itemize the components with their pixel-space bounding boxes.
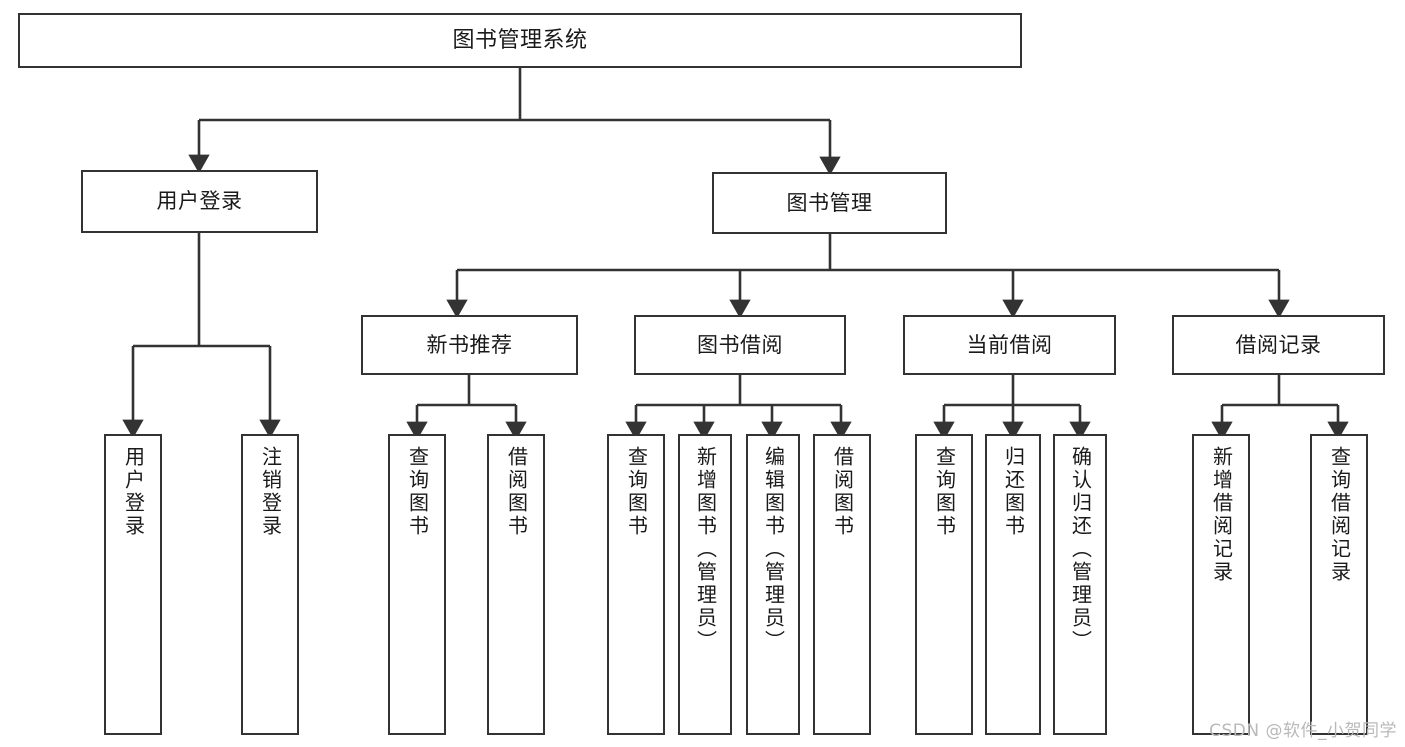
node-user-login[interactable]: 用户登录 bbox=[81, 170, 318, 233]
node-leaf-borrow-books-newbook[interactable]: 借阅图书 bbox=[487, 434, 545, 735]
node-borrow-records[interactable]: 借阅记录 bbox=[1172, 315, 1385, 375]
node-root-book-management-system[interactable]: 图书管理系统 bbox=[18, 13, 1022, 68]
node-leaf-user-login[interactable]: 用户登录 bbox=[104, 434, 162, 735]
node-leaf-logout[interactable]: 注销登录 bbox=[241, 434, 299, 735]
node-leaf-confirm-return-admin[interactable]: 确认归还（管理员） bbox=[1053, 434, 1107, 735]
node-leaf-edit-book-admin[interactable]: 编辑图书（管理员） bbox=[746, 434, 800, 735]
node-label: 归还图书 bbox=[1001, 446, 1026, 538]
node-label: 查询图书 bbox=[405, 446, 430, 538]
watermark-text: CSDN @软件_小贺同学 bbox=[1209, 721, 1397, 741]
node-leaf-query-borrow-record[interactable]: 查询借阅记录 bbox=[1310, 434, 1368, 735]
node-label: 新增图书（管理员） bbox=[693, 446, 718, 653]
node-book-borrowing[interactable]: 图书借阅 bbox=[634, 315, 846, 375]
node-label: 查询借阅记录 bbox=[1327, 446, 1352, 584]
node-label: 借阅记录 bbox=[1235, 332, 1322, 357]
node-label: 图书管理系统 bbox=[452, 27, 588, 53]
node-leaf-borrow-books[interactable]: 借阅图书 bbox=[813, 434, 871, 735]
node-label: 用户登录 bbox=[156, 189, 243, 214]
node-label: 用户登录 bbox=[121, 446, 146, 538]
node-leaf-add-borrow-record[interactable]: 新增借阅记录 bbox=[1192, 434, 1250, 735]
node-label: 图书借阅 bbox=[697, 332, 783, 357]
node-label: 查询图书 bbox=[932, 446, 957, 538]
node-label: 注销登录 bbox=[258, 446, 283, 538]
node-leaf-query-books-borrow[interactable]: 查询图书 bbox=[607, 434, 665, 735]
node-book-management[interactable]: 图书管理 bbox=[712, 172, 947, 234]
node-leaf-add-book-admin[interactable]: 新增图书（管理员） bbox=[678, 434, 732, 735]
node-label: 借阅图书 bbox=[830, 446, 855, 538]
node-label: 编辑图书（管理员） bbox=[761, 446, 786, 653]
node-label: 借阅图书 bbox=[504, 446, 529, 538]
node-current-borrowing[interactable]: 当前借阅 bbox=[903, 315, 1116, 375]
node-label: 当前借阅 bbox=[966, 332, 1053, 357]
node-label: 新书推荐 bbox=[426, 332, 513, 357]
node-leaf-query-books-newbook[interactable]: 查询图书 bbox=[388, 434, 446, 735]
node-leaf-return-books[interactable]: 归还图书 bbox=[985, 434, 1041, 735]
node-label: 图书管理 bbox=[786, 190, 873, 215]
node-label: 查询图书 bbox=[624, 446, 649, 538]
node-label: 新增借阅记录 bbox=[1209, 446, 1234, 584]
node-label: 确认归还（管理员） bbox=[1068, 446, 1093, 653]
node-leaf-query-books-current[interactable]: 查询图书 bbox=[915, 434, 973, 735]
node-new-book-recommendation[interactable]: 新书推荐 bbox=[361, 315, 578, 375]
